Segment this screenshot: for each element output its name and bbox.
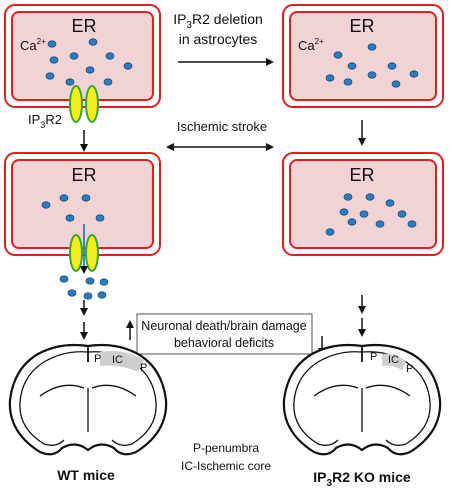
ip3r2-label: IP3R2	[28, 112, 62, 130]
core-label: IC	[388, 354, 399, 366]
legend-penumbra: P-penumbra	[193, 441, 259, 455]
ip3r2-channel-icon	[69, 85, 99, 123]
penumbra-label: P	[406, 363, 413, 375]
er-ko-normal: ER Ca2+	[282, 4, 444, 108]
deletion-arrow: IP3R2 deletion in astrocytes	[173, 11, 274, 66]
calcium-ions	[325, 193, 417, 236]
released-calcium-ions	[59, 275, 109, 300]
deletion-label-line1: IP3R2 deletion	[173, 11, 263, 31]
ip3r2-channel-icon	[69, 234, 99, 272]
ko-mice-label: IP3R2 KO mice	[313, 469, 411, 489]
wt-mice-label: WT mice	[57, 467, 115, 483]
er-wt-ischemic: ER	[4, 152, 161, 300]
ischemic-core-region	[100, 351, 144, 372]
er-ko-ischemic: ER	[282, 152, 444, 256]
legend-ischemic-core: IC-Ischemic core	[181, 459, 271, 473]
ischemic-core-region	[382, 353, 406, 370]
calcium-ions	[325, 43, 419, 88]
outcome-line1: Neuronal death/brain damage	[141, 319, 306, 333]
calcium-label: Ca2+	[20, 37, 46, 53]
calcium-ions	[45, 38, 133, 86]
ischemic-stroke-arrow: Ischemic stroke	[166, 119, 274, 151]
er-label: ER	[349, 16, 374, 36]
er-label: ER	[349, 165, 374, 185]
er-wt-normal: ER Ca2+ IP3R2	[4, 4, 161, 130]
ischemic-stroke-label: Ischemic stroke	[177, 119, 267, 134]
er-label: ER	[71, 165, 96, 185]
penumbra-label: P	[140, 362, 147, 374]
penumbra-label: P	[94, 353, 101, 365]
wt-brain-section: P IC P	[8, 343, 168, 456]
calcium-label: Ca2+	[298, 37, 324, 53]
outcome-box: Neuronal death/brain damage behavioral d…	[126, 313, 326, 356]
outcome-line2: behavioral deficits	[174, 336, 274, 350]
deletion-label-line2: in astrocytes	[179, 31, 258, 47]
calcium-ions	[41, 194, 105, 222]
core-label: IC	[112, 354, 123, 366]
ko-brain-section: P IC P	[282, 343, 442, 456]
penumbra-label: P	[370, 351, 377, 363]
er-label: ER	[71, 16, 96, 36]
